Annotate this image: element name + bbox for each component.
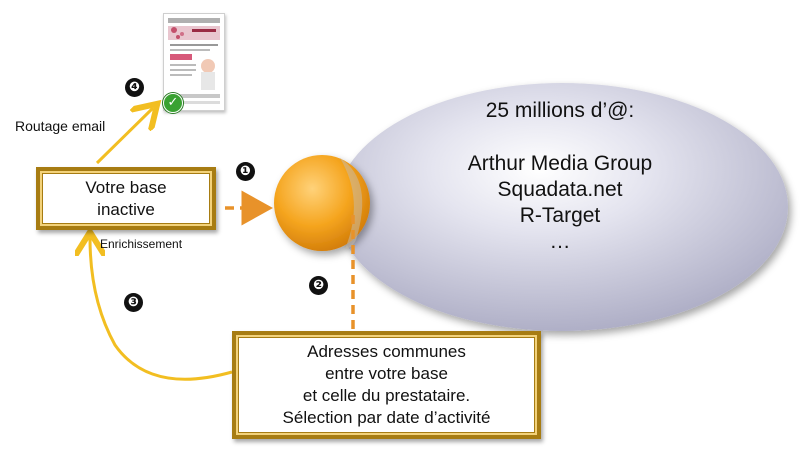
checkmark-icon: ✓ (163, 93, 183, 113)
routage-label: Routage email (15, 118, 106, 134)
adresses-line-4: Sélection par date d’activité (282, 408, 491, 427)
provider-squadata: Squadata.net (497, 178, 623, 201)
provider-rtarget: R-Target (519, 204, 601, 227)
step-3-badge: ❸ (124, 293, 143, 312)
adresses-line-2: entre votre base (325, 364, 448, 383)
step-1-badge: ❶ (236, 162, 255, 181)
match-circle (274, 155, 370, 251)
base-line-2: inactive (97, 199, 155, 219)
adresses-communes-box: Adresses communes entre votre base et ce… (232, 331, 541, 439)
step-4-badge: ❹ (125, 78, 144, 97)
provider-ellipse (336, 83, 788, 331)
intersection-area (340, 158, 363, 249)
arrow-routage (95, 108, 153, 165)
adresses-line-3: et celle du prestataire. (302, 386, 471, 405)
enrichissement-label: Enrichissement (100, 237, 183, 251)
provider-more: … (549, 230, 571, 253)
step-2-badge: ❷ (309, 276, 328, 295)
base-line-1: Votre base (85, 177, 167, 197)
votre-base-box: Votre base inactive (36, 167, 216, 230)
arrow-enrichissement (90, 238, 233, 381)
adresses-line-1: Adresses communes (307, 342, 466, 361)
provider-arthur: Arthur Media Group (467, 152, 653, 175)
ellipse-title: 25 millions d’@: (485, 99, 635, 122)
